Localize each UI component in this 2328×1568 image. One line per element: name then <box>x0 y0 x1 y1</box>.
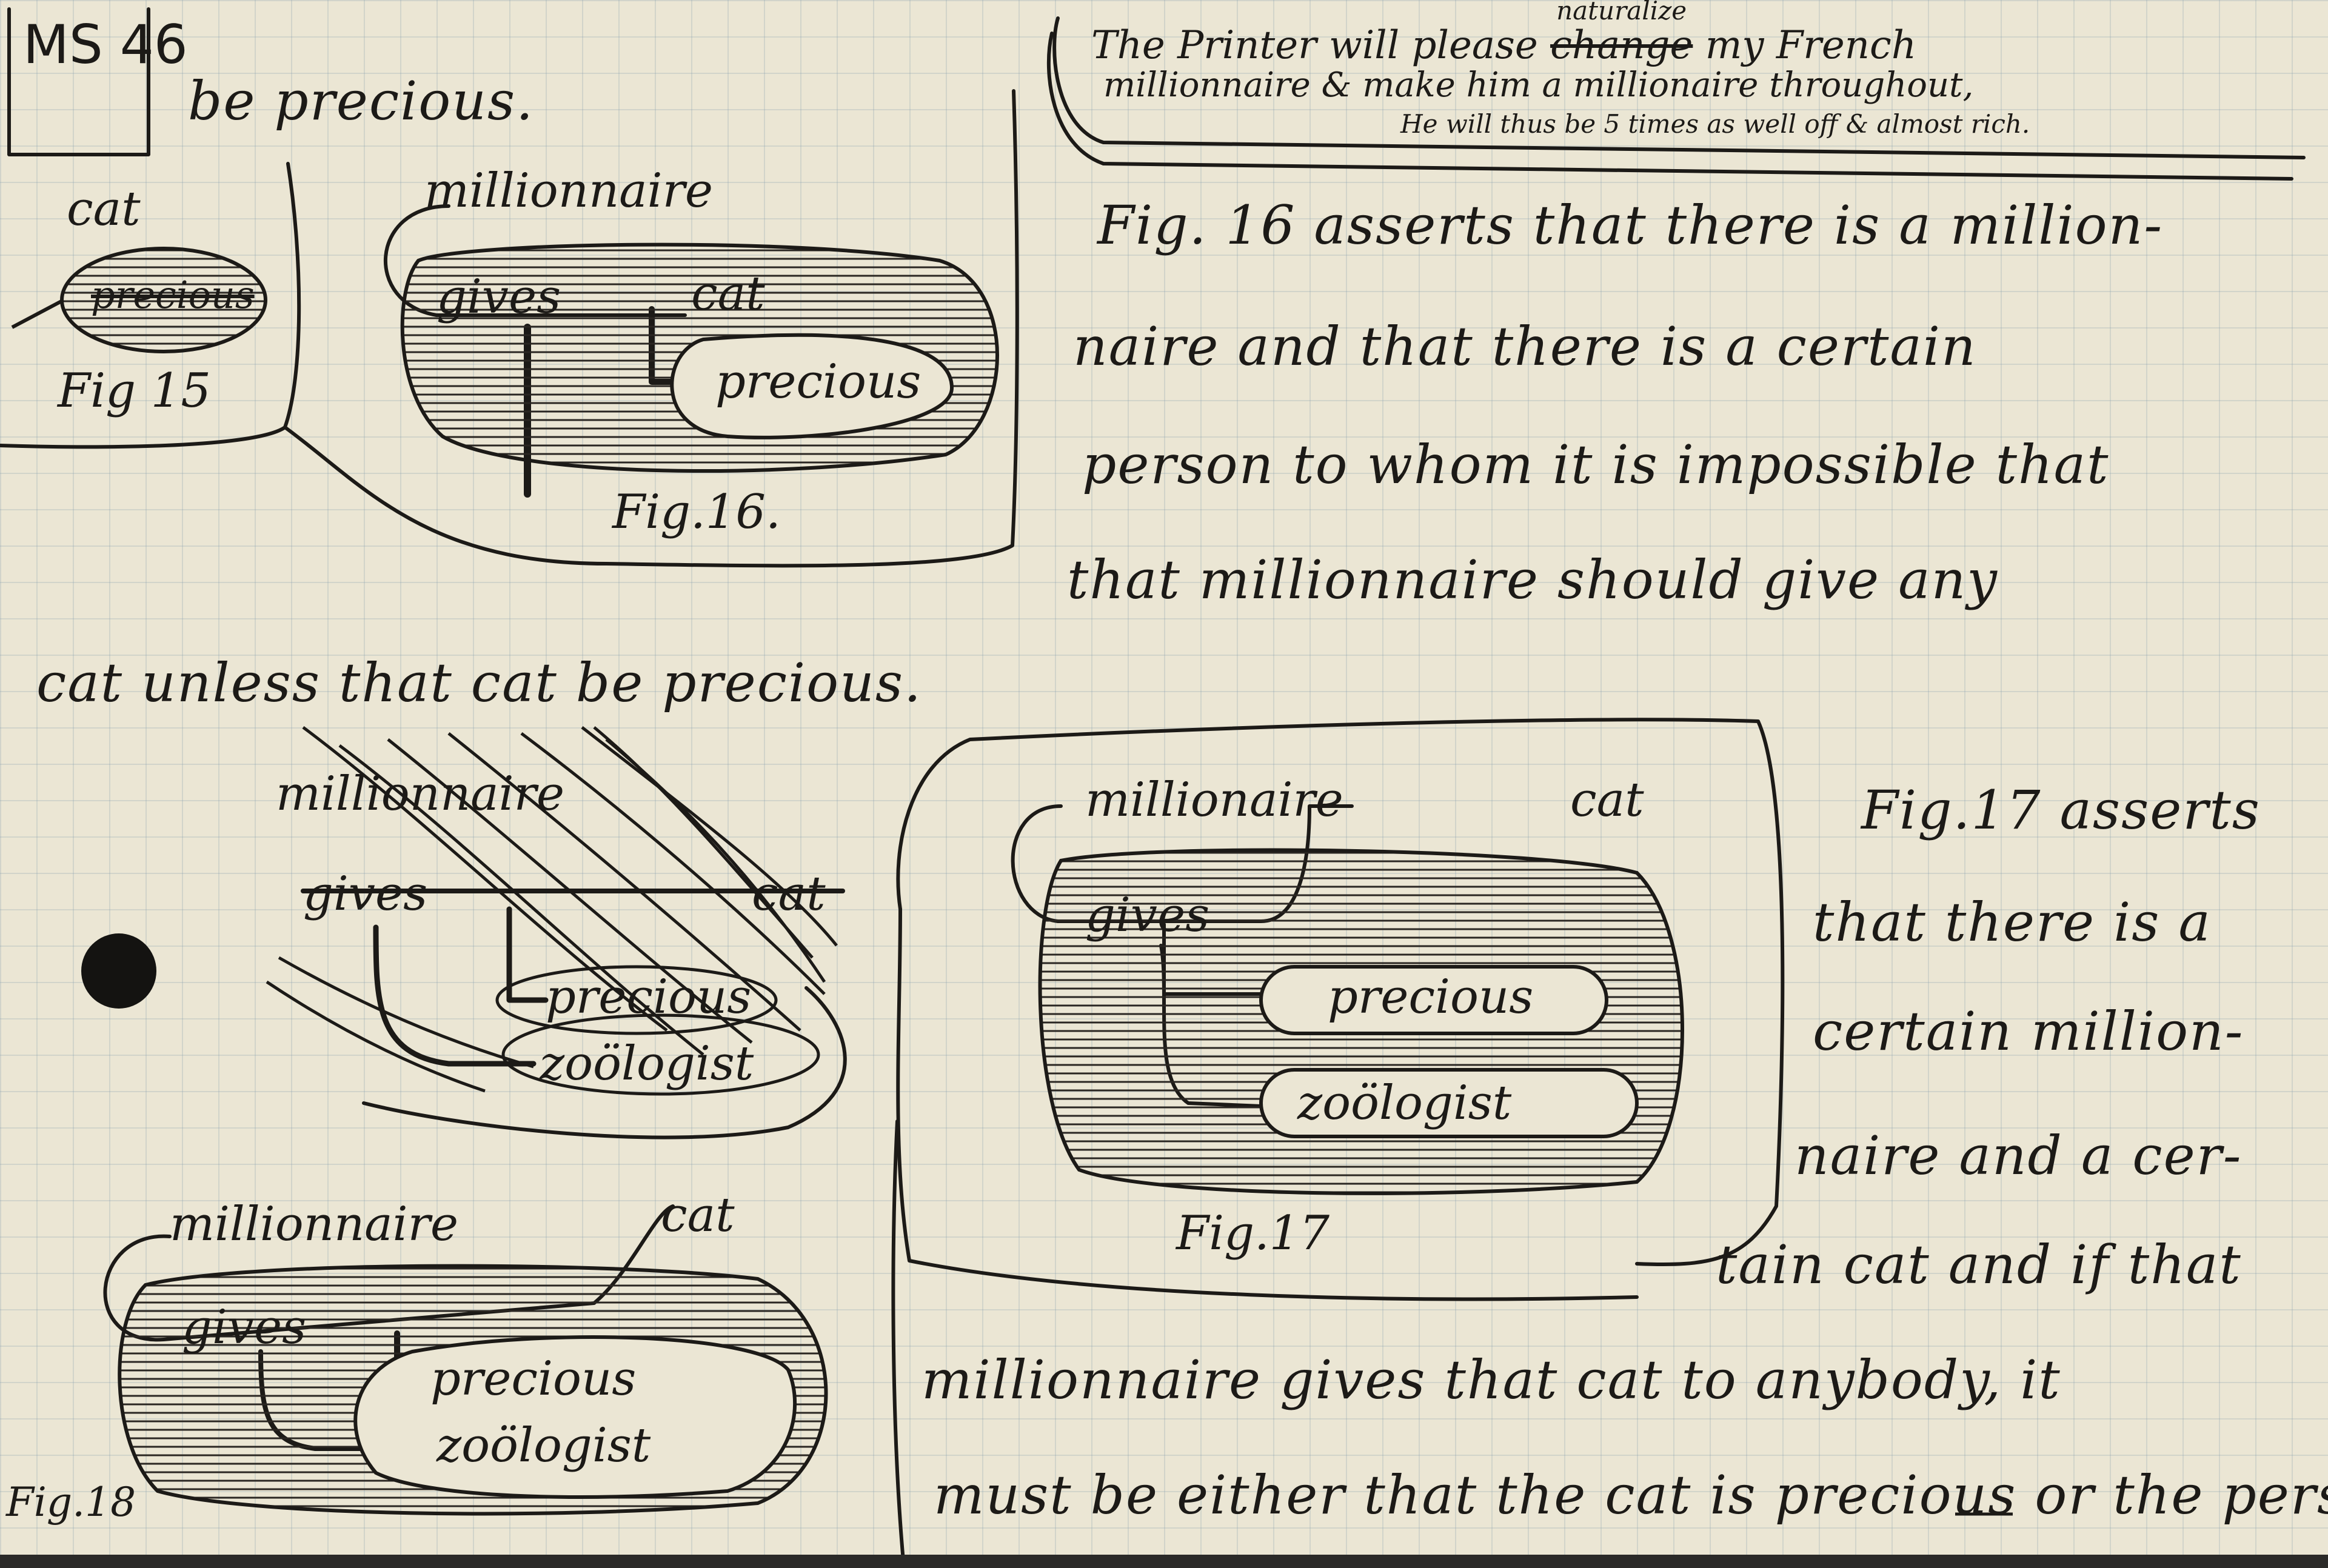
page-number: MS 46 <box>23 13 188 76</box>
fig16-caption: Fig.16. <box>612 485 781 539</box>
binder-hole <box>81 933 156 1009</box>
fig16-gives-label: gives <box>436 270 561 324</box>
fig18-precious-label: precious <box>430 1352 637 1406</box>
printer-note-post: my French <box>1705 23 1917 68</box>
fig18-cat-label: cat <box>661 1188 735 1243</box>
fig18-gives-label: gives <box>182 1300 307 1355</box>
page-number-box <box>7 7 150 156</box>
printer-note-inserted: naturalize <box>1556 0 1687 25</box>
fig16-cat-label: cat <box>691 267 765 321</box>
para17-line3: certain million- <box>1813 1000 2244 1063</box>
printer-note-pre: The Printer will please <box>1091 23 1538 68</box>
fig15-precious-label: precious <box>91 273 255 317</box>
printer-note-line3: He will thus be 5 times as well off & al… <box>1400 109 2030 139</box>
top-fragment: be precious. <box>188 70 535 132</box>
struck-cat-label: cat <box>752 867 826 921</box>
fig17-zoologist-box <box>1259 1068 1639 1138</box>
page-bottom-edge <box>0 1555 2328 1568</box>
struck-zoologist-label: zoölogist <box>540 1036 754 1091</box>
fig18-caption: Fig.18 <box>6 1479 136 1526</box>
fig17-precious-box <box>1259 965 1608 1035</box>
strike-through-lines <box>266 726 838 1093</box>
fig18-inner-region <box>353 1335 797 1499</box>
fig16-precious-label: precious <box>715 355 921 409</box>
para17-line6: millionnaire gives that cat to anybody, … <box>921 1349 2061 1411</box>
para16-line1: Fig. 16 asserts that there is a million- <box>1097 194 2164 256</box>
fig18-millionnaire-label: millionnaire <box>170 1197 459 1252</box>
fig17-millionaire-label: millionaire <box>1085 773 1343 827</box>
fig17-caption: Fig.17 <box>1176 1206 1330 1261</box>
fig15-caption: Fig 15 <box>58 364 212 418</box>
fig17-gives-label: gives <box>1085 888 1210 942</box>
fig17-zoologist-label: zoölogist <box>1297 1076 1512 1130</box>
para16-line3: person to whom it is impossible that <box>1082 433 2110 496</box>
fig17-cat-label: cat <box>1570 773 1644 827</box>
fig16-precious-region <box>670 333 954 439</box>
fig15-cat-label: cat <box>67 182 141 236</box>
para17-line1: Fig.17 asserts <box>1861 779 2261 841</box>
para16-line2: naire and that there is a certain <box>1073 315 1977 378</box>
struck-precious-label: precious <box>546 970 752 1024</box>
fig16-millionnaire-label: millionnaire <box>424 164 714 218</box>
fig18-zoologist-label: zoölogist <box>436 1418 651 1473</box>
para16-line5: cat unless that cat be precious. <box>36 652 922 714</box>
para17-line7: must be either that the cat is precious … <box>934 1464 2328 1526</box>
struck-millionnaire-label: millionnaire <box>276 767 565 821</box>
printer-note-line2: millionnaire & make him a millionaire th… <box>1103 65 1974 105</box>
para16-line4: that millionnaire should give any <box>1067 549 1998 611</box>
para17-line4: naire and a cer- <box>1794 1124 2243 1187</box>
para17-line2: that there is a <box>1813 891 2212 953</box>
struck-gives-label: gives <box>303 867 428 921</box>
para17-line5: tain cat and if that <box>1716 1233 2242 1296</box>
fig17-precious-label: precious <box>1328 970 1534 1024</box>
